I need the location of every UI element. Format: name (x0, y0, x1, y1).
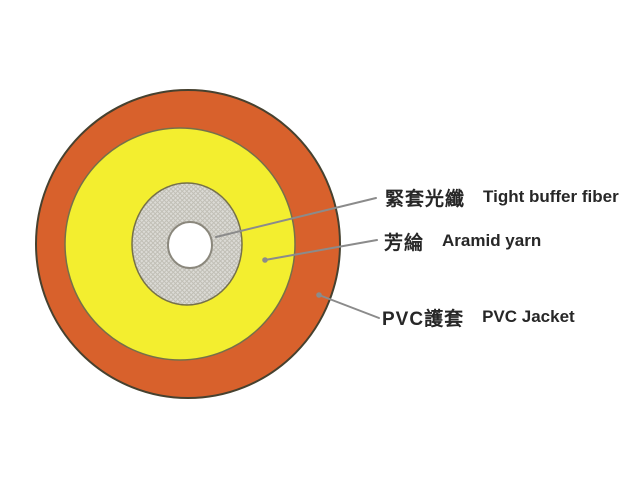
leader-line-tight-buffer (215, 197, 377, 238)
label-pvc-jacket-en: PVC Jacket (482, 307, 575, 326)
fiber-core-hole (167, 221, 213, 269)
leader-line-aramid (264, 239, 378, 261)
label-tight-buffer-fiber: 緊套光纖 Tight buffer fiber (385, 185, 619, 210)
label-tight-buffer-fiber-en: Tight buffer fiber (483, 187, 619, 206)
label-tight-buffer-fiber-zh: 緊套光纖 (385, 188, 466, 210)
label-aramid-yarn: 芳綸 Aramid yarn (384, 229, 542, 254)
leader-line-pvc (318, 294, 380, 319)
label-aramid-yarn-zh: 芳綸 (384, 232, 425, 254)
label-aramid-yarn-en: Aramid yarn (442, 231, 542, 250)
label-pvc-jacket-zh: PVC護套 (382, 308, 465, 330)
label-pvc-jacket: PVC護套 PVC Jacket (382, 305, 575, 330)
